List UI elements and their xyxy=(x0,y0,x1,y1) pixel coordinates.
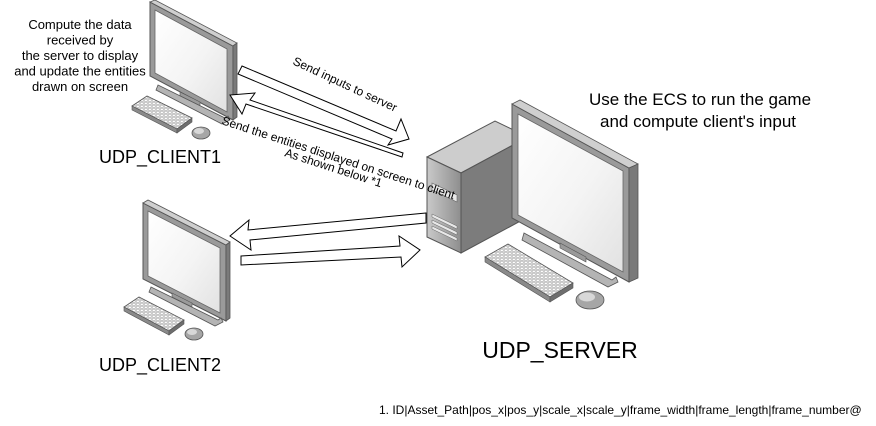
server-label: UDP_SERVER xyxy=(482,337,638,363)
arrow-client2-to-server xyxy=(240,234,421,269)
client-note-line-4: and update the entities xyxy=(14,64,146,79)
server-note-line-2: and compute client's input xyxy=(600,112,796,131)
client-note: Compute the data received by the server … xyxy=(14,17,146,94)
arrow-server-to-client1 xyxy=(229,92,404,158)
server-computer-icon xyxy=(425,99,639,310)
send-entities-label: Send the entities displayed on screen to… xyxy=(220,114,457,203)
client2-label: UDP_CLIENT2 xyxy=(99,355,221,376)
client-note-line-1: Compute the data xyxy=(28,17,132,32)
client-note-line-5: drawn on screen xyxy=(32,79,128,94)
send-inputs-label: Send inputs to server xyxy=(291,54,400,115)
arrow-client1-to-server xyxy=(237,65,410,146)
server-note: Use the ECS to run the game and compute … xyxy=(589,90,811,131)
client-note-line-2: received by xyxy=(47,33,114,48)
client2-computer-icon xyxy=(123,199,231,341)
client-note-line-3: the server to display xyxy=(22,48,139,63)
footnote: 1. ID|Asset_Path|pos_x|pos_y|scale_x|sca… xyxy=(379,403,862,417)
arrow-server-to-client2 xyxy=(229,212,427,252)
server-note-line-1: Use the ECS to run the game xyxy=(589,90,811,109)
client1-label: UDP_CLIENT1 xyxy=(99,147,221,168)
client1-computer-icon xyxy=(131,0,238,140)
